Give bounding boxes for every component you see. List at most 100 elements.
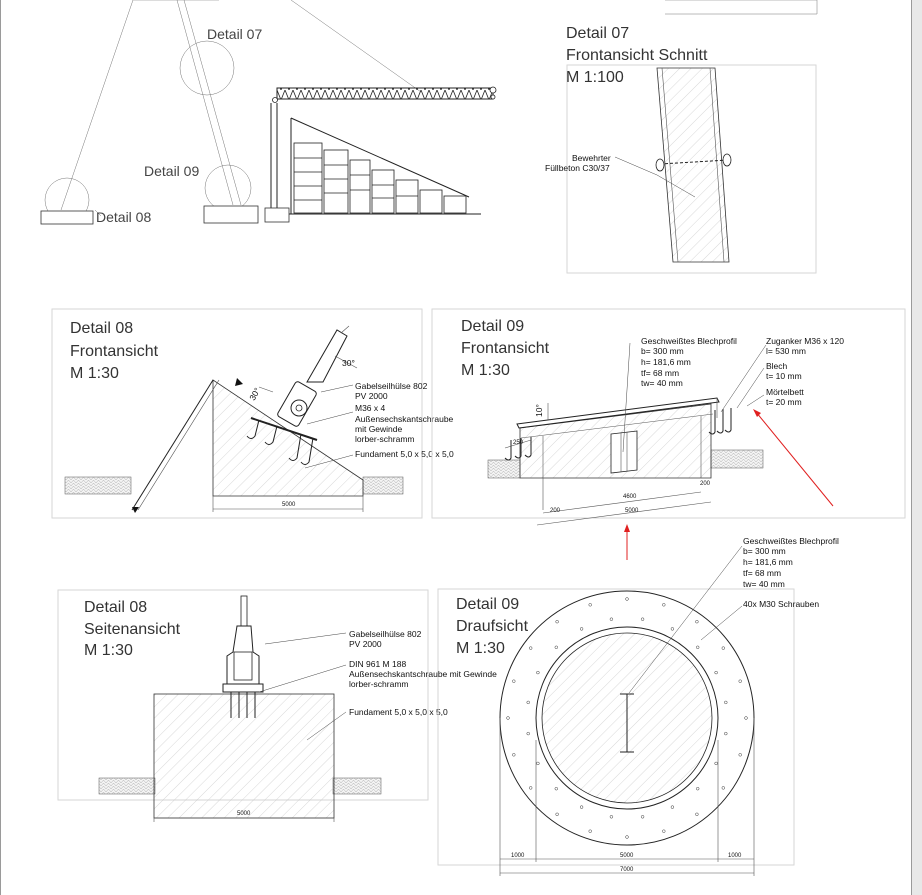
overview-sketch: Detail 07 Detail 09 Detail 08	[40, 0, 422, 225]
bolt-hole	[579, 627, 584, 631]
overview-label-detail07: Detail 07	[207, 26, 262, 42]
bolt-hole	[512, 753, 516, 757]
detail09-top-note-3: h= 181,6 mm	[743, 557, 793, 567]
detail09-front-dim-250: 250	[513, 440, 524, 446]
detail08-front-title-line3: M 1:30	[70, 365, 119, 382]
detail09-top-dim-5000: 5000	[620, 853, 634, 859]
bolt-hole	[662, 829, 666, 833]
detail09-top-note-1: Geschweißtes Blechprofil	[743, 536, 839, 546]
detail08-side-note-1: Gabelseilhülse 802	[349, 629, 422, 639]
bolt-hole	[714, 670, 718, 675]
bolt-hole	[640, 617, 645, 621]
detail09-top-dim-7000: 7000	[620, 867, 634, 873]
detail09-front: Detail 09 Frontansicht M 1:30 10° 250 20…	[431, 308, 906, 560]
detail09-top-dim-1000a: 1000	[511, 853, 525, 859]
detail08-front-title-line1: Detail 08	[70, 320, 133, 337]
detail08-side-foundation	[153, 693, 335, 819]
bolt-hole	[526, 731, 530, 736]
detail08-side-title-line1: Detail 08	[84, 599, 147, 616]
detail09-front-note-2: b= 300 mm	[641, 346, 684, 356]
detail09-front-note-9: t= 10 mm	[766, 371, 802, 381]
detail09-top-note-6: 40x M30 Schrauben	[743, 599, 819, 609]
detail09-top-title-line3: M 1:30	[456, 640, 505, 657]
bolt-hole	[738, 679, 742, 683]
detail08-side-note-5: lorber-schramm	[349, 679, 409, 689]
bolt-hole	[721, 786, 725, 790]
bolt-hole	[555, 812, 559, 816]
bolt-hole	[738, 753, 742, 757]
detail09-top-title-line1: Detail 09	[456, 596, 519, 613]
detail08-front-note-4: Außensechskantschraube	[355, 414, 454, 424]
detail08-side-note-2: PV 2000	[349, 639, 382, 649]
detail08-front-note-2: PV 2000	[355, 391, 388, 401]
bolt-hole	[555, 620, 559, 624]
bolt-hole	[512, 679, 516, 683]
bolt-hole	[579, 805, 584, 809]
bolt-hole	[526, 700, 530, 705]
bolt-hole	[536, 670, 540, 675]
detail07-concrete-column	[656, 67, 730, 263]
detail09-top-dim-1000b: 1000	[728, 853, 742, 859]
detail08-side-dim: 5000	[237, 811, 251, 817]
bolt-hole	[696, 787, 700, 791]
detail09-front-dim-5000: 5000	[625, 508, 639, 514]
detail09-front-note-7: l= 530 mm	[766, 346, 806, 356]
detail09-top: Detail 09 Draufsicht M 1:30 1000 5000 10…	[437, 536, 839, 876]
detail09-front-note-3: h= 181,6 mm	[641, 357, 691, 367]
bolt-hole	[670, 805, 675, 809]
detail08-front-note-5: mit Gewinde	[355, 424, 403, 434]
detail07: Detail 07 Frontansicht Schnitt M 1:100 B…	[545, 0, 818, 274]
detail08-front-note-1: Gabelseilhülse 802	[355, 381, 428, 391]
bolt-hole	[714, 761, 718, 766]
bolt-hole	[695, 812, 699, 816]
bolt-hole	[721, 646, 725, 650]
detail09-front-note-6: Zuganker M36 x 120	[766, 336, 844, 346]
detail09-top-note-5: tw= 40 mm	[743, 579, 785, 589]
detail08-side-note-4: Außensechskantschraube mit Gewinde	[349, 669, 497, 679]
detail09-front-dim-200a: 200	[550, 508, 561, 514]
detail07-note-line1: Bewehrter	[572, 153, 611, 163]
bolt-hole	[625, 835, 629, 839]
detail07-title-line1: Detail 07	[566, 25, 629, 42]
detail09-front-note-8: Blech	[766, 361, 788, 371]
bolt-hole	[625, 597, 629, 601]
detail08-front: Detail 08 Frontansicht M 1:30 5000 30° 3…	[51, 308, 454, 519]
detail09-front-title-line1: Detail 09	[461, 318, 524, 335]
bolt-hole	[554, 787, 558, 791]
detail09-front-note-11: t= 20 mm	[766, 397, 802, 407]
detail08-front-note-3: M36 x 4	[355, 403, 386, 413]
bolt-hole	[588, 829, 592, 833]
bolt-hole	[609, 815, 614, 819]
bolt-hole	[536, 761, 540, 766]
detail09-front-note-1: Geschweißtes Blechprofil	[641, 336, 737, 346]
bolt-hole	[724, 700, 728, 705]
detail09-front-angle: 10°	[534, 404, 544, 417]
bolt-hole	[640, 815, 645, 819]
detail09-front-dim-4600: 4600	[623, 494, 637, 500]
detail08-front-note-6: lorber-schramm	[355, 434, 415, 444]
detail09-front-note-4: tf= 68 mm	[641, 368, 679, 378]
overview-label-detail09: Detail 09	[144, 163, 199, 179]
detail07-title-line2: Frontansicht Schnitt	[566, 47, 708, 64]
bolt-hole	[724, 731, 728, 736]
bolt-hole	[609, 617, 614, 621]
detail09-front-dim-200b: 200	[700, 481, 711, 487]
bolt-hole	[529, 786, 533, 790]
detail09-front-note-10: Mörtelbett	[766, 387, 804, 397]
detail09-front-note-5: tw= 40 mm	[641, 378, 683, 388]
bolt-hole	[695, 620, 699, 624]
detail08-side-note-6: Fundament 5,0 x 5,0 x 5,0	[349, 707, 448, 717]
detail08-side: Detail 08 Seitenansicht M 1:30 5000 Gabe…	[57, 589, 497, 822]
bolt-hole	[529, 646, 533, 650]
detail08-front-dim: 5000	[282, 502, 296, 508]
bolt-hole	[554, 645, 558, 649]
detail09-top-title-line2: Draufsicht	[456, 618, 529, 635]
detail08-front-note-7: Fundament 5,0 x 5,0 x 5,0	[355, 449, 454, 459]
detail09-top-note-4: tf= 68 mm	[743, 568, 781, 578]
bolt-hole	[670, 627, 675, 631]
detail08-front-title-line2: Frontansicht	[70, 343, 159, 360]
detail08-front-angle-side: 30°	[247, 386, 262, 402]
red-markup-line	[755, 411, 834, 507]
